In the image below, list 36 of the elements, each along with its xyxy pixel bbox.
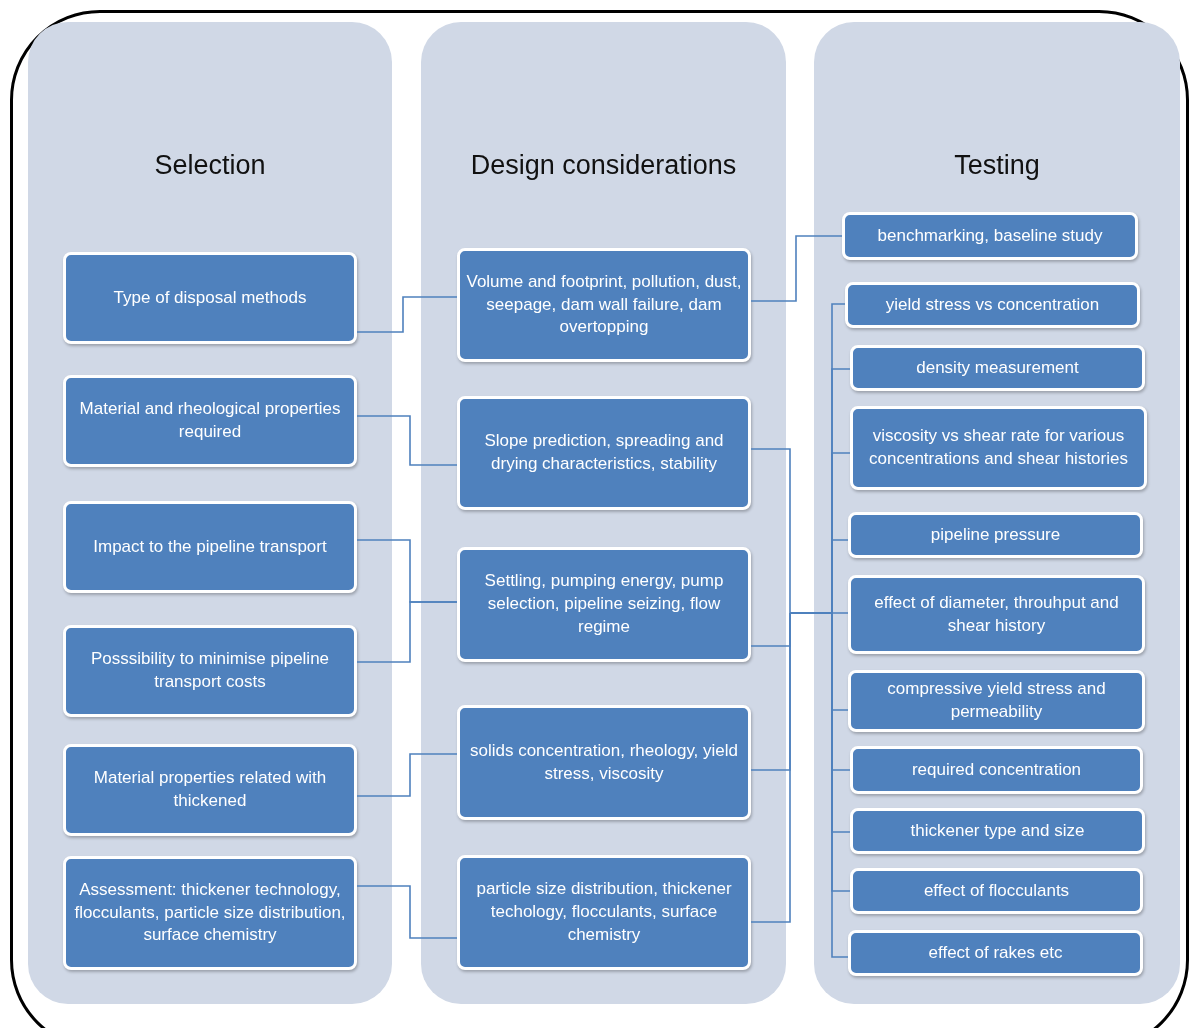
process-box: effect of flocculants	[850, 868, 1143, 914]
process-box: effect of rakes etc	[848, 930, 1143, 976]
process-box: particle size distribution, thickener techology, flocculants, surface chemistry	[457, 855, 751, 970]
column-panel	[421, 22, 786, 1004]
process-box: Assessment: thickener technology, flocculants, particle size distribution, surface chemistry	[63, 856, 357, 970]
connector-line	[356, 601, 458, 663]
process-box: compressive yield stress and permeability	[848, 670, 1145, 732]
process-box: Settling, pumping energy, pump selection, pipeline seizing, flow regime	[457, 547, 751, 662]
process-box: Material properties related with thickened	[63, 744, 357, 836]
process-box: Type of disposal methods	[63, 252, 357, 344]
column-heading: Design considerations	[470, 150, 737, 181]
connector-line	[356, 296, 458, 333]
process-box: solids concentration, rheology, yield stress, viscosity	[457, 705, 751, 820]
column-heading: Testing	[954, 150, 1040, 181]
process-box: density measurement	[850, 345, 1145, 391]
connector-line	[750, 612, 791, 923]
column-panel	[814, 22, 1180, 1004]
process-box: yield stress vs concentration	[845, 282, 1140, 328]
process-box: pipeline pressure	[848, 512, 1143, 558]
connector-line	[750, 448, 791, 614]
process-box: benchmarking, baseline study	[842, 212, 1138, 260]
process-box: Volume and footprint, pollution, dust, seepage, dam wall failure, dam overtopping	[457, 248, 751, 362]
process-box: required concentration	[850, 746, 1143, 794]
connector-line	[356, 415, 458, 466]
process-box: viscosity vs shear rate for various concentrations and shear histories	[850, 406, 1147, 490]
column-heading: Selection	[154, 150, 266, 181]
process-box: Slope prediction, spreading and drying characteristics, stability	[457, 396, 751, 510]
process-box: Posssibility to minimise pipeline transport costs	[63, 625, 357, 717]
process-box: thickener type and size	[850, 808, 1145, 854]
process-box: Impact to the pipeline transport	[63, 501, 357, 593]
connector-line	[750, 235, 843, 302]
connector-line	[356, 885, 458, 939]
column-panel	[28, 22, 392, 1004]
connector-line	[356, 753, 458, 797]
process-box: effect of diameter, throuhput and shear history	[848, 575, 1145, 654]
process-box: Material and rheological properties required	[63, 375, 357, 467]
